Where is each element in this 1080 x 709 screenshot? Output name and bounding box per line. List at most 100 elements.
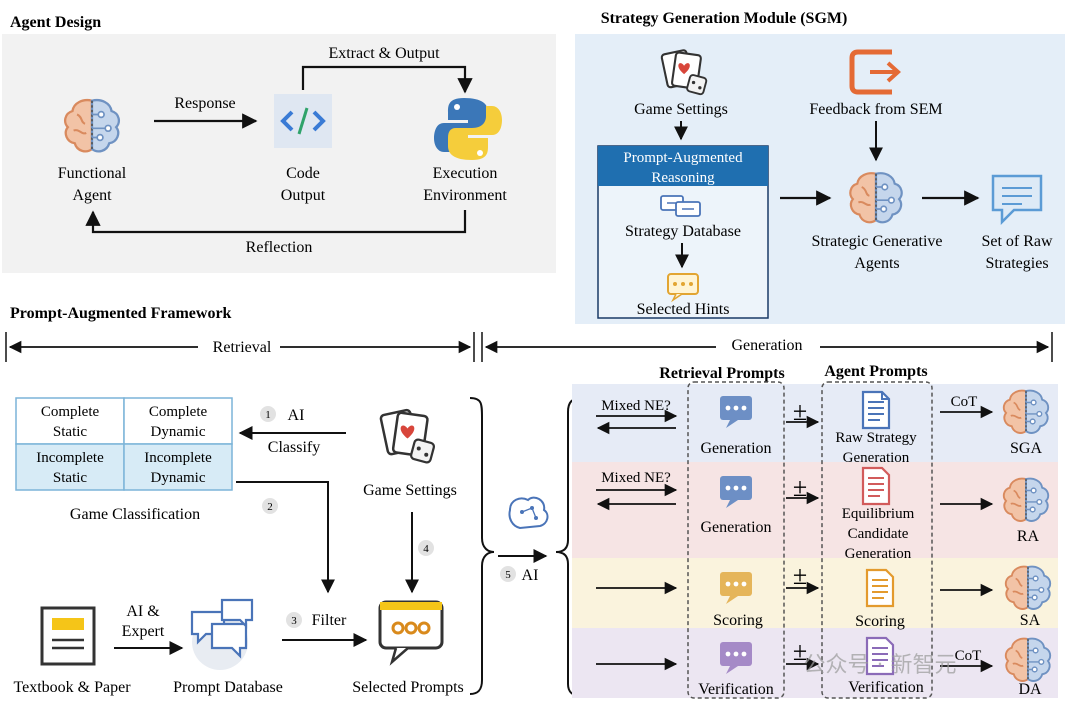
strategy-database-icon xyxy=(660,195,701,217)
textbook-label: Textbook & Paper xyxy=(13,679,131,696)
row-1-plus: ± xyxy=(793,397,807,426)
retrieval-prompts-header: Retrieval Prompts xyxy=(659,365,784,382)
selected-hints-icon xyxy=(667,273,699,303)
row-1-doc-icon xyxy=(861,390,891,430)
step-3-badge xyxy=(286,612,302,628)
step-1-badge xyxy=(260,406,276,422)
row-4-retrieval-prompt: Verification xyxy=(698,681,774,698)
selected-hints-label: Selected Hints xyxy=(637,301,730,318)
strategic-agents-brain-icon xyxy=(849,172,903,224)
generation-brace xyxy=(555,397,583,697)
step-2-number: 2 xyxy=(267,501,273,513)
sga-label-2: Agents xyxy=(854,255,899,272)
row-2-retrieval-prompt: Generation xyxy=(700,519,771,536)
row-band-sa xyxy=(572,558,1058,628)
extract-output-label: Extract & Output xyxy=(328,45,440,62)
code-output-icon xyxy=(274,94,332,148)
reflection-label: Reflection xyxy=(246,239,313,256)
table-cell: Incomplete xyxy=(36,450,104,466)
game-classification-table xyxy=(15,397,233,491)
row-2-doc-icon xyxy=(861,466,891,506)
raw-strategies-label-1: Set of Raw xyxy=(981,233,1053,250)
sga-label-1: Strategic Generative xyxy=(811,233,942,250)
row-2-agent-prompt-2: Candidate xyxy=(848,526,909,542)
execution-env-label-1: Execution xyxy=(433,165,498,182)
row-4-doc-icon xyxy=(865,636,895,676)
ai-classify-label-2: Classify xyxy=(268,439,320,456)
row-4-cot-label: CoT xyxy=(955,648,982,664)
sga-brain-icon xyxy=(1002,389,1050,434)
row-3-retrieval-prompt: Scoring xyxy=(713,612,763,629)
ai-expert-label-1: AI & xyxy=(126,603,160,620)
functional-agent-label-2: Agent xyxy=(72,187,112,204)
row-4-chat-icon xyxy=(720,642,752,674)
paf-game-settings-cards-icon xyxy=(378,408,436,465)
selected-prompts-icon xyxy=(378,600,444,666)
prompt-database-icon xyxy=(190,598,254,670)
paf-game-settings-label: Game Settings xyxy=(363,482,457,499)
retrieval-prompts-column xyxy=(687,381,785,699)
raw-strategies-label-2: Strategies xyxy=(985,255,1048,272)
raw-strategies-icon xyxy=(991,174,1043,226)
sa-brain-icon xyxy=(1004,565,1052,610)
row-3-chat-icon xyxy=(720,572,752,604)
sgm-title: Strategy Generation Module (SGM) xyxy=(601,10,848,27)
extract-output-arrow xyxy=(301,65,473,94)
execution-env-label-2: Environment xyxy=(423,187,507,204)
table-cell: Incomplete xyxy=(144,450,212,466)
paf-title: Prompt-Augmented Framework xyxy=(10,305,232,322)
selected-prompts-label: Selected Prompts xyxy=(352,679,464,696)
table-cell: Dynamic xyxy=(151,424,206,440)
agent-prompts-header: Agent Prompts xyxy=(824,363,927,380)
functional-agent-label-1: Functional xyxy=(58,165,127,182)
prompt-database-label: Prompt Database xyxy=(173,679,283,696)
step-2-arrow xyxy=(236,481,335,594)
response-label: Response xyxy=(174,95,235,112)
step-4-badge xyxy=(418,540,434,556)
step-5-number: 5 xyxy=(505,569,511,581)
row-1-cot-label: CoT xyxy=(951,394,978,410)
step-5-badge xyxy=(500,566,516,582)
row-3-agent-prompt-1: Scoring xyxy=(855,613,905,630)
par-header xyxy=(598,146,768,186)
step-2-badge xyxy=(262,498,278,514)
code-output-label-2: Output xyxy=(281,187,326,204)
row-2-left-label: Mixed NE? xyxy=(601,470,671,486)
row-2-agent-prompt-1: Equilibrium xyxy=(842,506,915,522)
par-header-label-1: Prompt-Augmented xyxy=(623,150,743,166)
row-2-plus: ± xyxy=(793,473,807,502)
sgm-game-settings-label: Game Settings xyxy=(634,101,728,118)
table-cell: Static xyxy=(53,424,88,440)
feedback-label: Feedback from SEM xyxy=(809,101,942,118)
code-output-label-1: Code xyxy=(286,165,320,182)
row-4-agent-prompt-1: Verification xyxy=(848,679,924,696)
strategy-database-label: Strategy Database xyxy=(625,223,741,240)
ai-brain-icon xyxy=(508,496,549,530)
step-4-number: 4 xyxy=(423,543,429,555)
ai-classify-label-1: AI xyxy=(288,407,305,424)
row-3-doc-icon xyxy=(865,568,895,608)
ai-step-5-label: AI xyxy=(522,567,539,584)
row-1-agent-prompt-2: Generation xyxy=(843,450,910,466)
retrieval-brace xyxy=(469,397,495,695)
row-2-agent-prompt-3: Generation xyxy=(845,546,912,562)
functional-agent-brain-icon xyxy=(64,98,120,153)
step-3-number: 3 xyxy=(291,615,297,627)
ai-expert-label-2: Expert xyxy=(122,623,165,640)
table-cell: Dynamic xyxy=(151,470,206,486)
row-1-retrieval-prompt: Generation xyxy=(700,440,771,457)
game-classification-label: Game Classification xyxy=(70,506,200,523)
reflection-arrow xyxy=(85,210,467,234)
da-brain-icon xyxy=(1004,637,1052,682)
exit-feedback-icon xyxy=(849,49,901,95)
row-band-ra xyxy=(572,462,1058,558)
retrieval-label: Retrieval xyxy=(213,339,272,356)
sga-agent-label: SGA xyxy=(1010,440,1042,457)
row-1-agent-prompt-1: Raw Strategy xyxy=(835,430,917,446)
step-1-number: 1 xyxy=(265,409,271,421)
row-3-plus: ± xyxy=(793,561,807,590)
filter-label: Filter xyxy=(312,612,347,629)
ra-agent-label: RA xyxy=(1017,528,1040,545)
table-cell: Complete xyxy=(41,404,100,420)
